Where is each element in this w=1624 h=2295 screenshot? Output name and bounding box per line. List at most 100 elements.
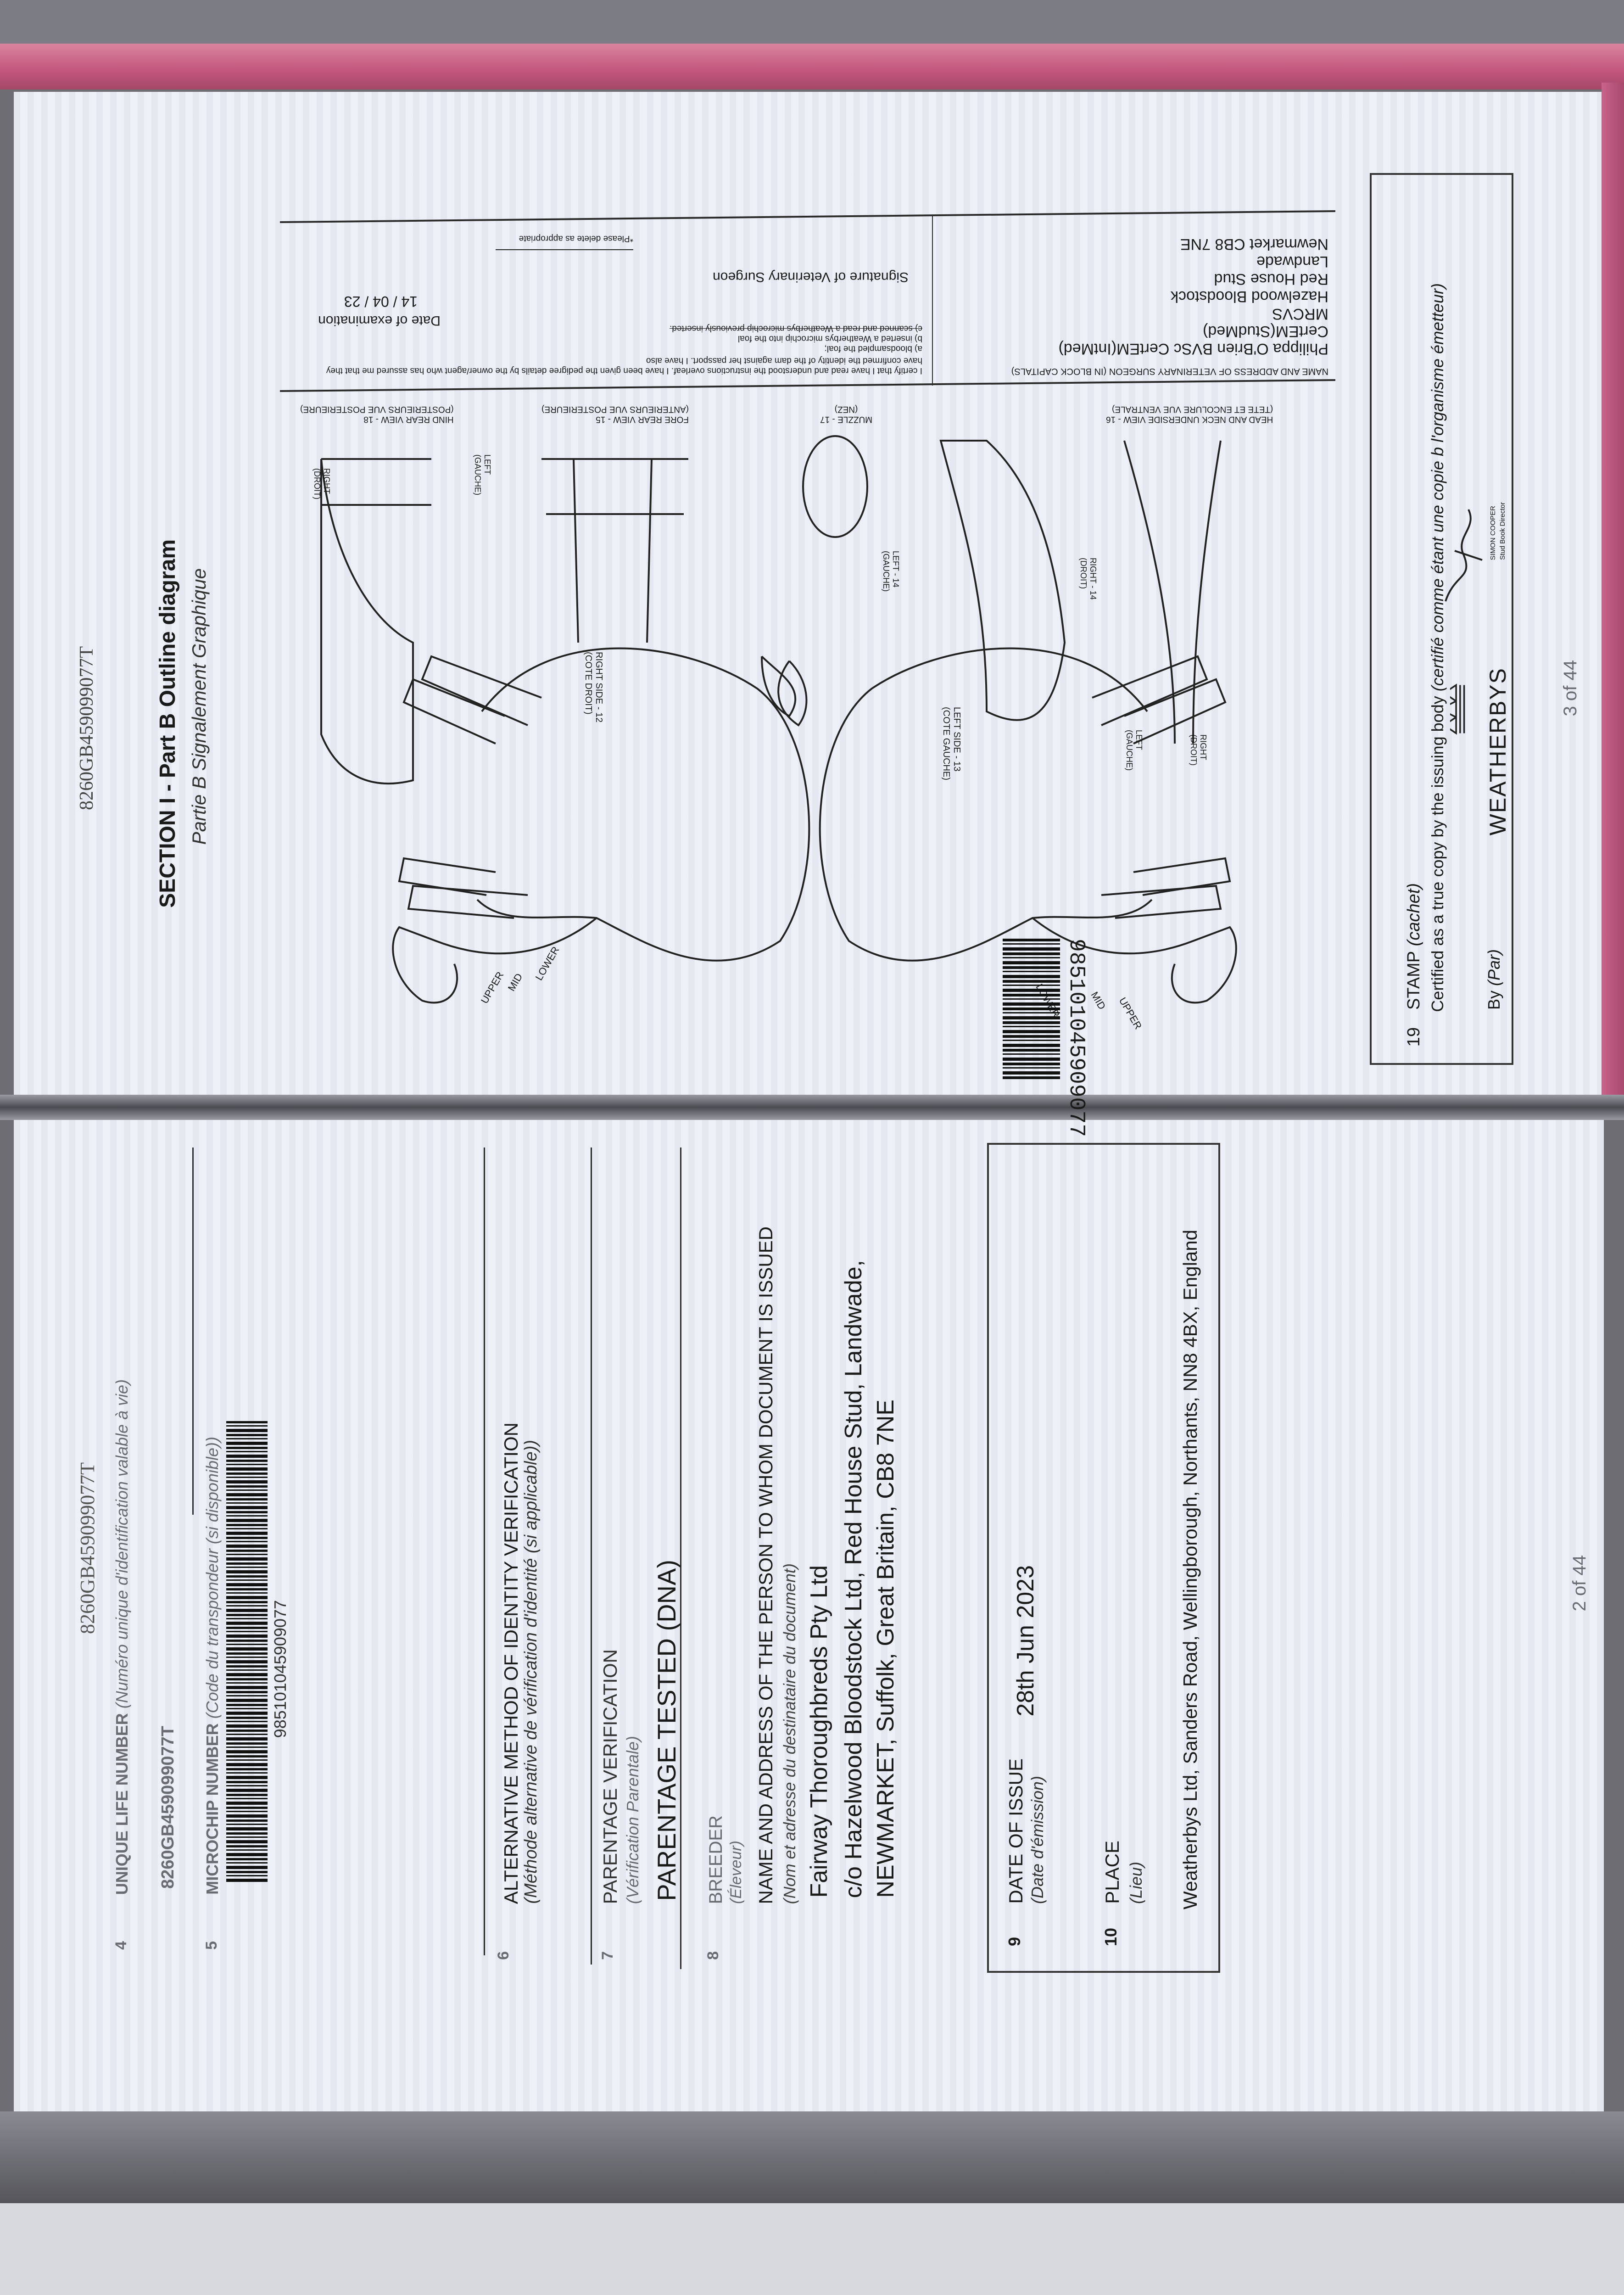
breeder-label-fr: (Éleveur)	[727, 1841, 745, 1904]
label: MICROCHIP NUMBER	[203, 1723, 222, 1895]
item-number: 19	[1404, 1027, 1423, 1047]
label: STAMP	[1404, 951, 1423, 1010]
label-fr: (GAUCHE)	[1125, 730, 1134, 771]
director-signature	[1445, 509, 1483, 602]
label: HEAD AND NECK UNDERSIDE VIEW - 16	[1106, 414, 1273, 424]
label-fr: (GAUCHE)	[882, 551, 891, 592]
vet-name-heading: NAME AND ADDRESS OF VETERINARY SURGEON (…	[1011, 366, 1328, 376]
certified-text: Certified as a true copy by the issuing …	[1428, 283, 1447, 1012]
signatory-title: Stud Book Director	[1499, 502, 1507, 560]
breeder-label: BREEDER	[706, 1815, 726, 1904]
right-side-label: RIGHT SIDE - 12(COTE DROIT)	[583, 652, 604, 722]
left-label: LEFT(GAUCHE)	[1124, 730, 1144, 771]
item-number: 9	[1005, 1937, 1024, 1946]
addressee-line: NEWMARKET, Suffolk, Great Britain, CB8 7…	[872, 1399, 899, 1898]
divider	[680, 1148, 681, 1969]
unique-life-number-label: UNIQUE LIFE NUMBER (Numéro unique d'iden…	[112, 1379, 132, 1895]
label-fr: (Code du transpondeur (si disponible))	[203, 1437, 222, 1719]
date-of-issue-value: 28th Jun 2023	[1012, 1565, 1039, 1717]
vet-name-line: Newmarket CB8 7NE	[1180, 235, 1328, 253]
label: UNIQUE LIFE NUMBER	[112, 1713, 131, 1895]
microchip-barcode	[226, 1421, 268, 1882]
certify-item: a) bloodsampled the foal;	[824, 344, 922, 353]
section-subtitle: Partie B Signalement Graphique	[188, 568, 210, 845]
vet-name-block: NAME AND ADDRESS OF VETERINARY SURGEON (…	[938, 225, 1328, 376]
label-fr: (Numéro unique d'identification valable …	[112, 1379, 131, 1708]
divider	[484, 1148, 485, 1955]
scanner-background	[0, 2203, 1624, 2295]
vet-name-line: Landwade	[1256, 253, 1328, 270]
certify-item: c) scanned and read a Weatherbys microch…	[670, 324, 922, 333]
binder-pink-sleeve	[0, 44, 1624, 90]
alt-verification-label: ALTERNATIVE METHOD OF IDENTITY VERIFICAT…	[500, 1422, 522, 1904]
date-of-exam-value: 14 / 04 / 23	[344, 293, 418, 310]
page-number: 3 of 44	[1560, 660, 1580, 716]
date-of-exam-label: Date of examination	[318, 313, 441, 328]
diagram-barcode-number: 985101045909077	[1064, 939, 1088, 1137]
label-fr: (cachet)	[1404, 883, 1423, 946]
divider	[192, 1148, 194, 1515]
item-number: 10	[1101, 1927, 1120, 1946]
vet-name-line: Philippa O'Brien BVSc CertEM(IntMed) Cer…	[1058, 323, 1328, 358]
label: MUZZLE - 17	[820, 414, 873, 424]
binder-bottom-edge	[0, 2111, 1624, 2203]
label-fr: (Par)	[1484, 949, 1503, 986]
item-number: 7	[599, 1951, 616, 1960]
muzzle-label: MUZZLE - 17(NEZ)	[820, 404, 872, 424]
place-label-fr: (Lieu)	[1127, 1861, 1145, 1904]
page-header-id: 8260GB459099077T	[76, 646, 97, 810]
label: RIGHT - 14	[1088, 558, 1098, 600]
weatherbys-logo-text: WEATHERBYS	[1485, 667, 1511, 835]
page-number: 2 of 44	[1569, 1555, 1590, 1611]
issue-box	[987, 1143, 1220, 1973]
label-fr: (ANTERIEURS VUE POSTERIEURE)	[541, 404, 689, 414]
fore-rear-label: FORE REAR VIEW - 15(ANTERIEURS VUE POSTE…	[541, 404, 689, 424]
signature-label: Signature of Veterinary Surgeon	[713, 269, 909, 285]
label-fr: (certifié comme étant une copie b l'orga…	[1428, 283, 1447, 692]
label: RIGHT	[1199, 734, 1208, 760]
label: LEFT	[483, 454, 492, 475]
label-fr: (POSTERIEURS VUE POSTERIEURE)	[300, 404, 454, 414]
label-fr: (GAUCHE)	[473, 454, 482, 495]
right-label: RIGHT(DROIT)	[312, 468, 331, 499]
item-number: 5	[203, 1941, 220, 1950]
label: LEFT	[1134, 730, 1144, 750]
place-value: Weatherbys Ltd, Sanders Road, Wellingbor…	[1179, 1230, 1201, 1909]
microchip-number-label: MICROCHIP NUMBER (Code du transpondeur (…	[203, 1437, 222, 1895]
left-side-label: LEFT SIDE - 13(COTE GAUCHE)	[941, 707, 962, 780]
delete-note: *Please delete as appropriate	[519, 234, 633, 243]
label: LEFT - 14	[891, 551, 900, 588]
date-of-issue-label: DATE OF ISSUE	[1005, 1758, 1027, 1904]
page-header-id: 8260GB459099077T	[76, 1462, 99, 1634]
right-label: RIGHT(DROIT)	[1189, 734, 1208, 766]
by-label: By (Par)	[1484, 949, 1504, 1010]
label-fr: (NEZ)	[834, 404, 858, 414]
book-spine	[0, 1095, 1624, 1120]
label: LEFT SIDE - 13	[952, 707, 962, 772]
label: HIND REAR VIEW - 18	[363, 414, 454, 424]
label: RIGHT SIDE - 12	[594, 652, 604, 723]
date-of-issue-label-fr: (Date d'émission)	[1028, 1776, 1047, 1904]
stamp-label: STAMP (cachet)	[1404, 883, 1424, 1010]
place-label: PLACE	[1101, 1841, 1123, 1904]
signatory-name: SIMON COOPER	[1489, 505, 1497, 560]
label-fr: (DROIT)	[313, 468, 322, 499]
label-fr: (COTE DROIT)	[583, 652, 593, 715]
item-number: 6	[495, 1951, 512, 1960]
head-neck-label: HEAD AND NECK UNDERSIDE VIEW - 16(TETE E…	[1106, 404, 1273, 424]
hind-rear-label: HIND REAR VIEW - 18(POSTERIEURS VUE POST…	[300, 404, 454, 424]
diagram-barcode	[1003, 939, 1060, 1081]
addressee-line: Fairway Thoroughbreds Pty Ltd	[806, 1565, 832, 1898]
parentage-verification-value: PARENTAGE TESTED (DNA)	[652, 1560, 681, 1901]
vet-name-line: MRCVS	[1272, 305, 1328, 323]
binder-top-edge	[0, 0, 1624, 44]
weatherbys-crest-icon	[1450, 683, 1465, 735]
label: FORE REAR VIEW - 15	[596, 414, 689, 424]
parentage-verification-label: PARENTAGE VERIFICATION	[599, 1649, 621, 1904]
signature-line	[496, 249, 633, 250]
vet-name-line: Red House Stud	[1214, 270, 1329, 288]
parentage-verification-label-fr: (Vérification Parentale)	[623, 1735, 642, 1904]
vet-certification-block: I certify that I have read and understoo…	[285, 223, 927, 381]
label: Certified as a true copy by the issuing …	[1428, 696, 1447, 1012]
page-3	[14, 92, 1604, 1095]
